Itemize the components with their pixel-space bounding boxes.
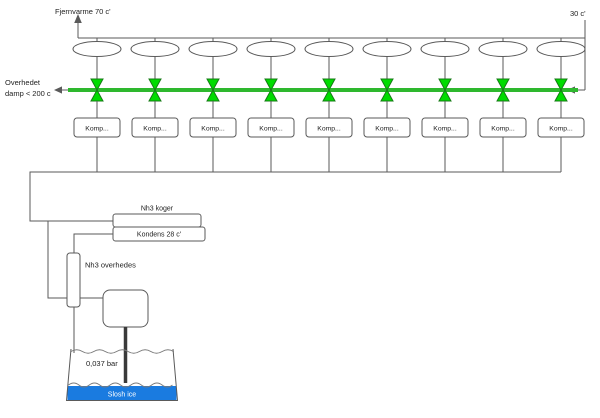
valve-icon bbox=[496, 78, 510, 92]
slosh-ice-fill bbox=[67, 386, 177, 401]
nh3-koger-label: Nh3 koger bbox=[141, 206, 174, 213]
compressor-label: Komp... bbox=[259, 126, 283, 133]
left-loop-line bbox=[47, 221, 103, 299]
condenser-ellipse bbox=[72, 41, 122, 57]
valve-icon bbox=[380, 78, 394, 92]
tank-walls bbox=[65, 348, 179, 401]
up-arrow-icon bbox=[74, 14, 82, 23]
compressor-label: Komp... bbox=[201, 126, 225, 133]
nh3-superheater-vessel bbox=[66, 252, 81, 308]
kondens-downcomer-line bbox=[73, 233, 113, 253]
steam-outlet-label-line2: damp < 200 c bbox=[5, 89, 51, 98]
nh3-koger-vessel bbox=[112, 213, 202, 228]
return-temp-label: 30 c' bbox=[570, 9, 586, 18]
separator-drum bbox=[102, 289, 149, 328]
kondens-label: Kondens 28 c' bbox=[137, 232, 181, 239]
valve-icon bbox=[322, 78, 336, 92]
nh3-boiler-group: Nh3 koger Kondens 28 c' bbox=[112, 206, 206, 242]
compressor-unit: Komp... bbox=[304, 38, 354, 172]
tank-rim-wave bbox=[70, 349, 174, 354]
valve-icon bbox=[438, 78, 452, 92]
compressor-unit: Komp... bbox=[420, 38, 470, 172]
valve-icon bbox=[554, 78, 568, 92]
nh3-overhedes-label: Nh3 overhedes bbox=[85, 261, 136, 270]
compressor-label: Komp... bbox=[491, 126, 515, 133]
left-arrow-icon bbox=[54, 86, 62, 94]
compressor-unit: Komp... bbox=[188, 38, 238, 172]
condenser-ellipse bbox=[362, 41, 412, 57]
compressor-unit: Komp... bbox=[246, 38, 296, 172]
condenser-ellipse bbox=[188, 41, 238, 57]
condenser-ellipse bbox=[420, 41, 470, 57]
fjernvarme-label: Fjernvarme 70 c' bbox=[55, 7, 111, 16]
nh3-superheater-circuit: Nh3 overhedes bbox=[47, 221, 149, 383]
valve-icon bbox=[206, 78, 220, 92]
valve-icon bbox=[148, 78, 162, 92]
steam-outlet-label-line1: Overhedet bbox=[5, 78, 41, 87]
compressor-unit: Komp... bbox=[72, 38, 122, 172]
compressor-label: Komp... bbox=[143, 126, 167, 133]
condenser-ellipse bbox=[246, 41, 296, 57]
valve-icon bbox=[90, 78, 104, 92]
compressor-label: Komp... bbox=[317, 126, 341, 133]
slosh-ice-tank: 0,037 bar Slosh ice bbox=[65, 348, 179, 401]
pressure-label: 0,037 bar bbox=[86, 359, 118, 368]
compressor-label: Komp... bbox=[85, 126, 109, 133]
compressor-label: Komp... bbox=[433, 126, 457, 133]
compressor-unit: Komp... bbox=[362, 38, 412, 172]
condenser-ellipse bbox=[304, 41, 354, 57]
district-heating-circuit: Fjernvarme 70 c' 30 c' bbox=[55, 7, 586, 94]
liquid-surface-wave bbox=[68, 382, 173, 388]
compressor-unit: Komp... bbox=[478, 38, 528, 172]
compressor-units: Komp... Komp... Komp... Komp... Komp... Komp.… bbox=[72, 38, 586, 172]
compressor-label: Komp... bbox=[375, 126, 399, 133]
slosh-ice-label: Slosh ice bbox=[108, 392, 137, 399]
suction-manifold-line bbox=[29, 171, 561, 222]
steam-header: Overhedet damp < 200 c bbox=[5, 78, 578, 98]
condenser-ellipse bbox=[536, 41, 586, 57]
valve-icon bbox=[264, 78, 278, 92]
condenser-ellipse bbox=[478, 41, 528, 57]
condenser-ellipse bbox=[130, 41, 180, 57]
compressor-unit: Komp... bbox=[536, 38, 586, 172]
compressor-label: Komp... bbox=[549, 126, 573, 133]
compressor-unit: Komp... bbox=[130, 38, 180, 172]
